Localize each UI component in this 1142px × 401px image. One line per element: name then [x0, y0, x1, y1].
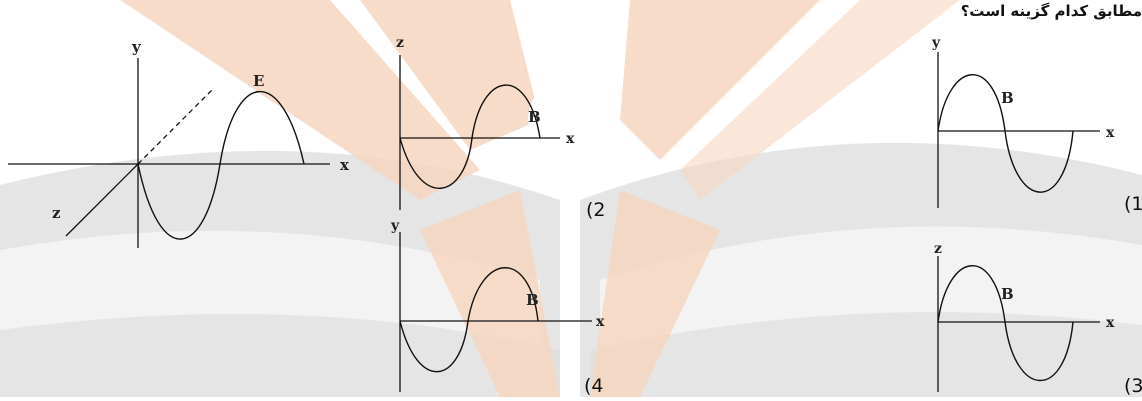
reference-z-label: z — [52, 204, 61, 222]
option-3-wave-curve — [937, 265, 1074, 382]
option-3-wave-label: B — [1001, 285, 1014, 303]
e-wave-label: E — [253, 72, 264, 90]
option-2-wave-label: B — [528, 108, 541, 126]
reference-y-label: y — [131, 38, 142, 56]
option-1-vertical-label: y — [931, 35, 941, 51]
option-3[interactable]: z x B (3 — [934, 241, 1142, 397]
option-4-number[interactable]: (4 — [584, 375, 604, 397]
option-4-horizontal-label: x — [596, 314, 605, 330]
option-3-number[interactable]: (3 — [1124, 375, 1142, 397]
reference-z-axis — [65, 163, 139, 237]
watermark-book-pages — [0, 142, 1142, 397]
option-4-wave-curve — [399, 267, 539, 373]
watermark-sun-logo — [120, 0, 960, 397]
option-3-horizontal-label: x — [1106, 315, 1115, 331]
option-4[interactable]: y x B (4 — [390, 218, 605, 397]
option-4-vertical-label: y — [390, 218, 400, 234]
option-1-wave-label: B — [1001, 89, 1014, 107]
option-1-number[interactable]: (1 — [1124, 193, 1142, 215]
reference-figure: y x z E — [8, 38, 350, 248]
option-1-horizontal-label: x — [1106, 125, 1115, 141]
option-2-horizontal-label: x — [566, 131, 575, 147]
question-text: مطابق کدام گزینه است؟ — [960, 2, 1142, 20]
reference-x-label: x — [340, 156, 350, 174]
option-1[interactable]: y x B (1 — [931, 35, 1142, 215]
option-2-number[interactable]: (2 — [586, 199, 606, 221]
option-2-vertical-label: z — [396, 35, 404, 51]
option-1-wave-curve — [937, 74, 1074, 193]
reference-dashed-line — [137, 89, 213, 165]
e-wave-curve — [137, 90, 305, 240]
option-2-wave-curve — [399, 84, 541, 189]
option-4-wave-label: B — [526, 291, 539, 309]
option-3-vertical-label: z — [934, 241, 942, 257]
option-2[interactable]: z x B (2 — [396, 35, 606, 221]
